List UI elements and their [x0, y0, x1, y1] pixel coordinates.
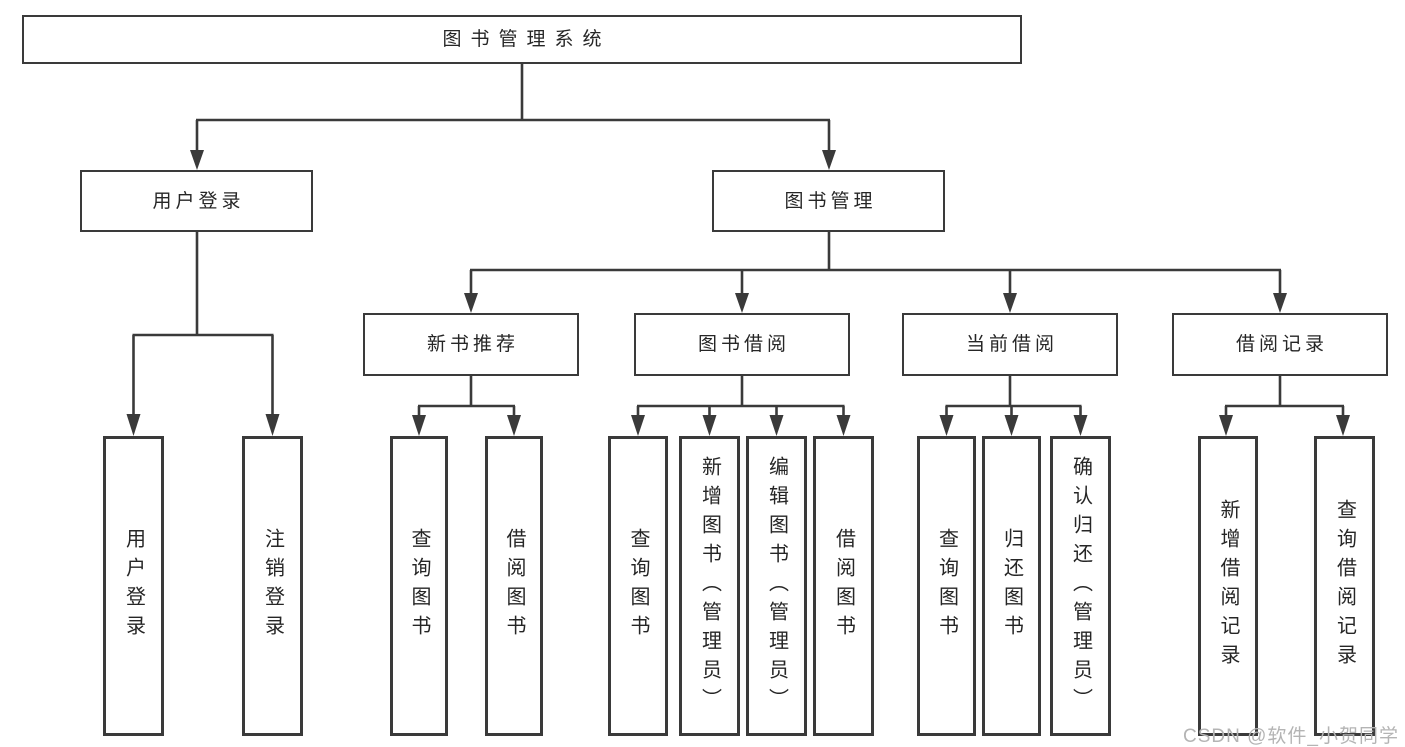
node-label: 借阅图书 [832, 528, 855, 644]
node-borrow-records: 借阅记录 [1172, 313, 1388, 376]
leaf-query-books: 查询图书 [917, 436, 976, 736]
connector-book-management-children [464, 232, 1287, 313]
node-root-library-system: 图书管理系统 [22, 15, 1022, 64]
node-label: 归还图书 [1000, 528, 1023, 644]
leaf-logout: 注销登录 [242, 436, 303, 736]
node-user-login: 用户登录 [80, 170, 313, 232]
connector-current-borrow-children [939, 376, 1088, 436]
node-label: 图书管理系统 [442, 29, 611, 50]
leaf-add-book-admin: 新增图书（管理员） [679, 436, 740, 736]
leaf-borrow-book: 借阅图书 [485, 436, 543, 736]
connector-new-book-recommend-children [412, 376, 521, 436]
node-label: 注销登录 [261, 528, 284, 644]
node-label: 查询图书 [627, 528, 649, 644]
node-label: 查询图书 [408, 528, 430, 644]
csdn-watermark: CSDN @软件_小贺同学 [1183, 726, 1399, 747]
node-label: 新增图书（管理员） [698, 455, 721, 717]
node-label: 用户登录 [152, 190, 245, 212]
node-label: 当前借阅 [965, 334, 1058, 355]
node-book-management: 图书管理 [712, 170, 945, 232]
connector-book-borrow-children [631, 376, 851, 436]
node-current-borrow: 当前借阅 [902, 313, 1118, 376]
connector-user-login-children [126, 232, 280, 436]
node-label: 新增借阅记录 [1217, 499, 1239, 673]
connector-borrow-records-children [1219, 376, 1350, 436]
node-new-book-recommend: 新书推荐 [363, 313, 579, 376]
leaf-query-books: 查询图书 [608, 436, 668, 736]
leaf-query-books: 查询图书 [390, 436, 448, 736]
leaf-borrow-book: 借阅图书 [813, 436, 874, 736]
leaf-edit-book-admin: 编辑图书（管理员） [746, 436, 807, 736]
node-label: 借阅图书 [503, 528, 525, 644]
node-label: 用户登录 [122, 528, 145, 644]
node-label: 图书借阅 [697, 334, 790, 355]
leaf-add-borrow-record: 新增借阅记录 [1198, 436, 1258, 736]
node-label: 查询借阅记录 [1333, 499, 1356, 673]
leaf-confirm-return-admin: 确认归还（管理员） [1050, 436, 1111, 736]
leaf-return-book: 归还图书 [982, 436, 1041, 736]
node-label: 查询图书 [935, 528, 958, 644]
node-label: 图书管理 [784, 190, 877, 212]
node-label: 新书推荐 [426, 334, 519, 355]
node-label: 编辑图书（管理员） [765, 455, 788, 717]
node-label: 确认归还（管理员） [1069, 455, 1092, 717]
node-book-borrow: 图书借阅 [634, 313, 850, 376]
connector-root-to-level1 [190, 64, 836, 170]
leaf-user-login: 用户登录 [103, 436, 164, 736]
node-label: 借阅记录 [1235, 334, 1328, 355]
leaf-query-borrow-record: 查询借阅记录 [1314, 436, 1375, 736]
